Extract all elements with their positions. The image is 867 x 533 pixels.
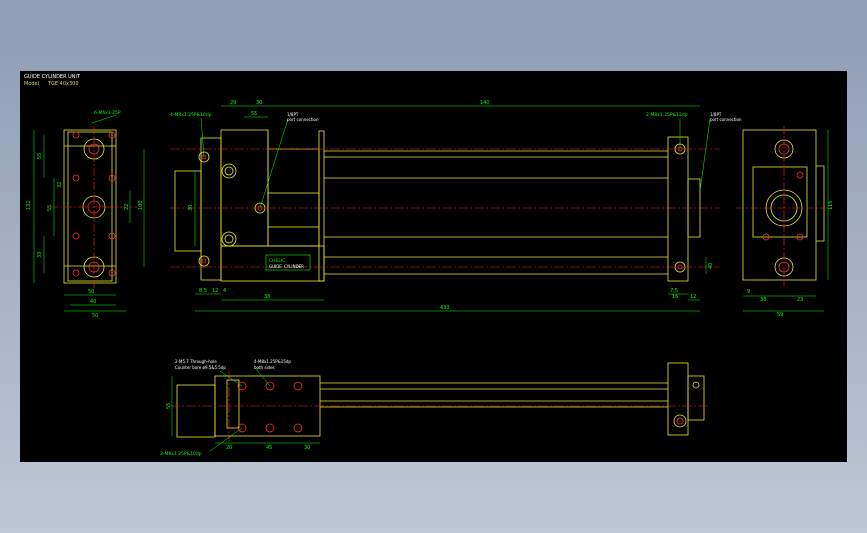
overall-length-dim: 433 [440, 305, 450, 311]
svg-text:4: 4 [223, 288, 226, 294]
svg-text:45: 45 [266, 445, 272, 451]
svg-text:1/8PT: 1/8PT [287, 112, 299, 117]
right-view-centerlines [736, 126, 832, 286]
drawing-title: GUIDE CYLINDER UNIT [24, 74, 81, 80]
svg-text:1/8PT: 1/8PT [710, 112, 722, 117]
right-view-dimensions [743, 130, 829, 312]
svg-text:port connection: port connection [710, 117, 742, 122]
drawing-svg: GUIDE CYLINDER UNIT Model TGE 40x300 [24, 74, 834, 457]
bottom-view [176, 362, 705, 438]
front-height-dim: 132 [26, 200, 32, 210]
svg-text:38: 38 [760, 297, 766, 303]
front-view-dimensions [33, 130, 145, 312]
svg-text:2-M5.7 Through-hole: 2-M5.7 Through-hole [175, 359, 217, 364]
svg-text:7.5: 7.5 [670, 288, 678, 294]
side-view-dimensions [194, 105, 707, 312]
svg-text:50: 50 [92, 313, 98, 319]
svg-text:59: 59 [777, 312, 783, 318]
right-view [742, 129, 825, 281]
front-view [63, 129, 117, 284]
svg-text:115: 115 [828, 200, 834, 210]
cad-drawing-canvas[interactable]: GUIDE CYLINDER UNIT Model TGE 40x300 [20, 71, 847, 462]
top-left-ports-callout: 4-M8x1.25P&10dp [170, 112, 212, 118]
svg-text:GUIDE: GUIDE [269, 264, 282, 269]
side-view-end-plate [667, 136, 689, 282]
svg-text:12: 12 [212, 288, 218, 294]
svg-text:port connection: port connection [287, 117, 319, 122]
svg-text:22: 22 [124, 204, 130, 210]
svg-text:38: 38 [264, 294, 270, 300]
front-holes-callout: 6-M6x1.25P [94, 110, 121, 116]
svg-text:100: 100 [138, 200, 144, 210]
nameplate: CHELIC GUIDE CYLINDER [265, 254, 311, 271]
bottom-lower-callout: 3-M8x1.25P&10dp [160, 451, 202, 457]
svg-text:32: 32 [57, 182, 63, 188]
svg-text:30: 30 [256, 100, 262, 106]
svg-text:9: 9 [747, 289, 750, 295]
svg-text:30: 30 [188, 205, 194, 211]
svg-text:both sides: both sides [254, 365, 275, 370]
svg-text:CHELIC: CHELIC [269, 258, 285, 264]
top-right-ports-callout: 2-M8x1.25P&12dp [646, 112, 688, 118]
svg-text:55: 55 [37, 153, 43, 159]
svg-text:12: 12 [690, 294, 696, 300]
svg-text:CYLINDER: CYLINDER [284, 264, 304, 269]
svg-text:4-M8x1.25P&15dp: 4-M8x1.25P&15dp [254, 359, 291, 364]
svg-text:50: 50 [88, 289, 94, 295]
model-label: Model [24, 81, 39, 87]
bottom-view-dimensions [171, 376, 320, 444]
svg-text:20: 20 [226, 445, 232, 451]
svg-text:16: 16 [672, 294, 678, 300]
svg-text:40: 40 [90, 299, 96, 305]
bottom-view-centerlines [170, 371, 710, 441]
svg-text:33: 33 [37, 252, 43, 258]
side-view [174, 129, 701, 282]
svg-text:55: 55 [47, 205, 53, 211]
svg-text:55: 55 [166, 403, 172, 409]
bottom-view-holes [237, 381, 700, 433]
right-view-outline [742, 129, 817, 281]
svg-text:30: 30 [304, 445, 310, 451]
svg-text:29: 29 [230, 100, 236, 106]
front-view-centerlines [50, 126, 138, 289]
svg-text:40: 40 [708, 263, 714, 269]
side-view-body [220, 129, 269, 247]
svg-text:23: 23 [797, 297, 803, 303]
svg-text:Counter bore ø9.5&5.5dp: Counter bore ø9.5&5.5dp [175, 365, 226, 370]
front-view-outline [63, 129, 117, 284]
svg-text:55: 55 [251, 111, 257, 117]
svg-text:8.5: 8.5 [199, 288, 207, 294]
top-length-dim: 140 [480, 100, 490, 106]
model-value: TGE 40x300 [47, 81, 79, 87]
side-view-centerlines [170, 148, 720, 268]
